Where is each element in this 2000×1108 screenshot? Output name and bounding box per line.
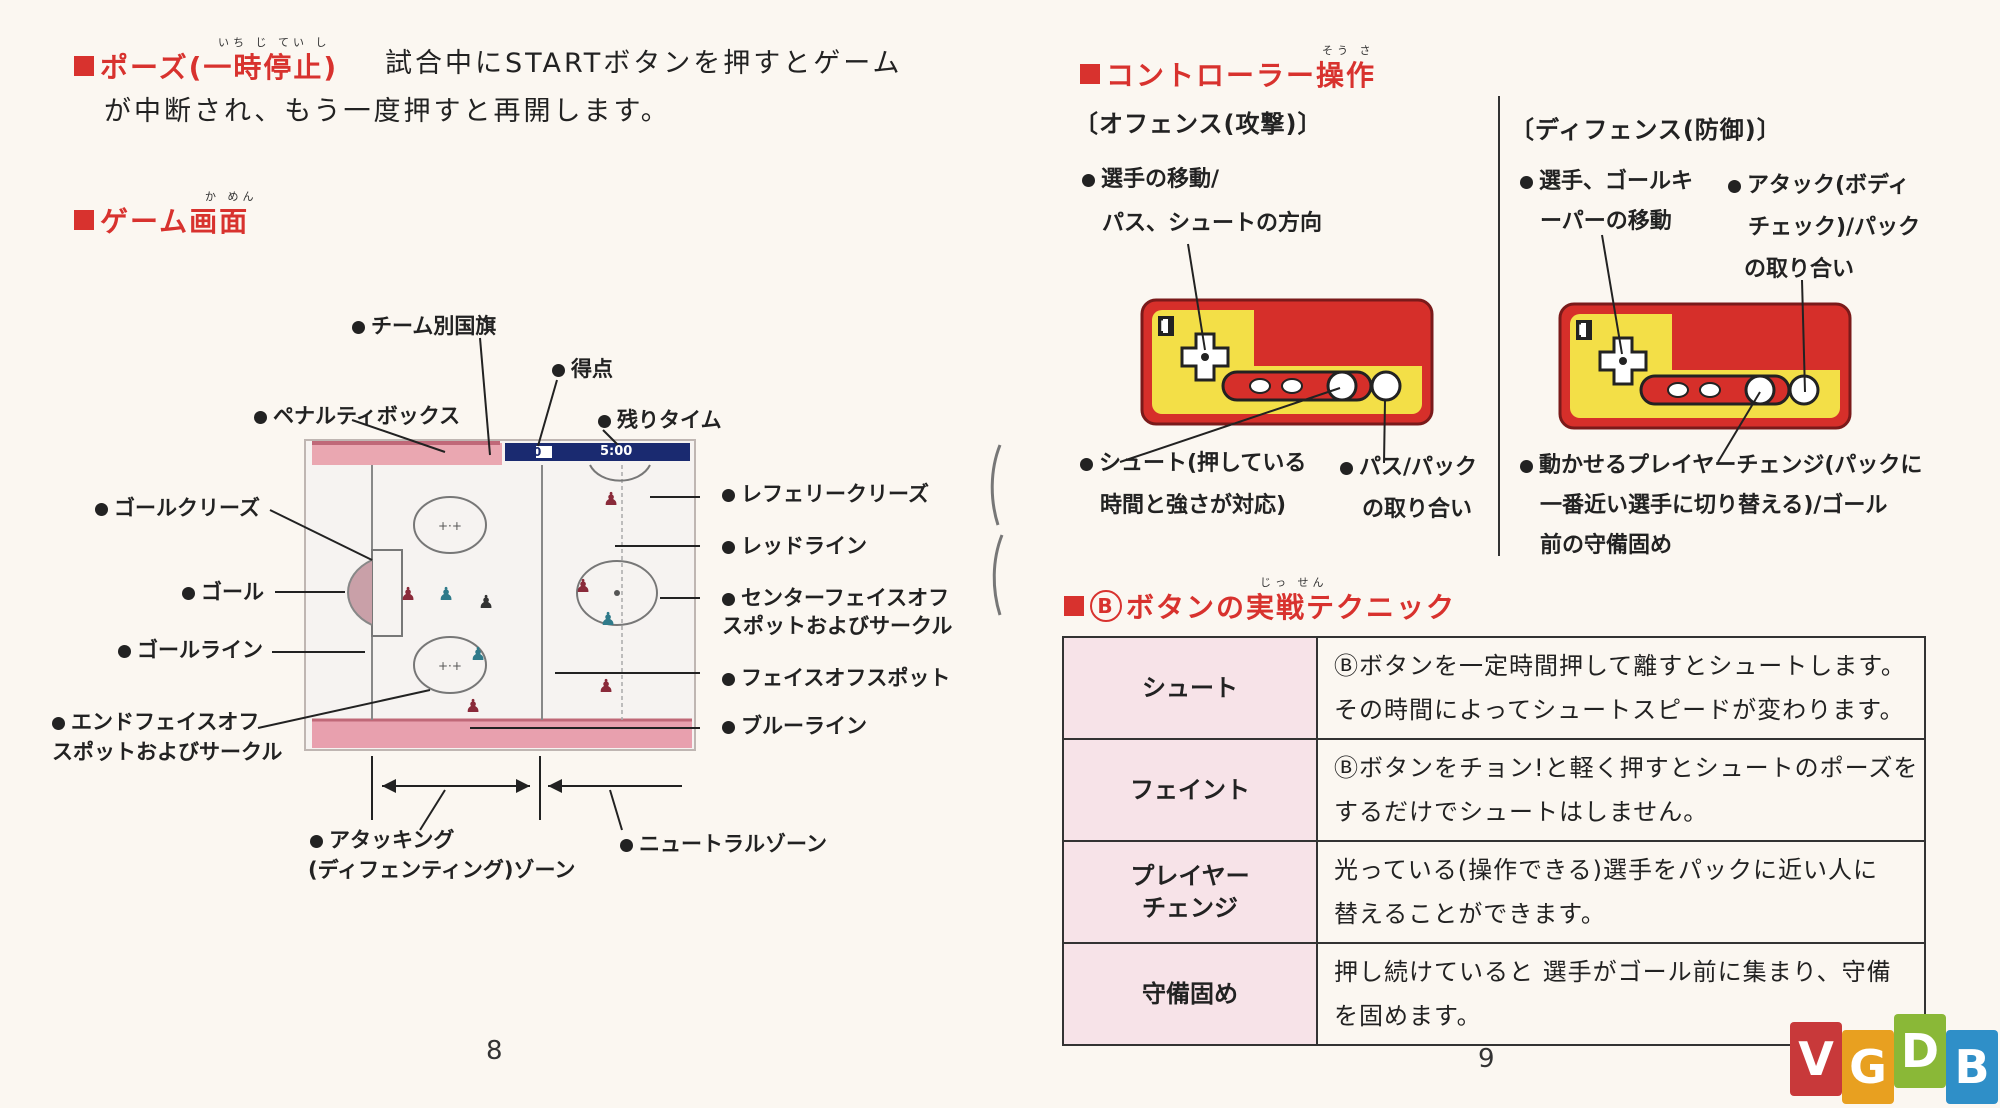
- defense-change: 動かせるプレイヤーチェンジ(パックに: [1520, 452, 1922, 480]
- game-screen-ruby: か めん: [205, 190, 258, 203]
- pause-text-1: 試合中にSTARTボタンを押すとゲーム: [385, 48, 903, 79]
- scoreboard-time: 5:00: [600, 444, 633, 459]
- defense-attack-2: チェック)/パック: [1748, 215, 1921, 240]
- svg-text:♟: ♟: [470, 644, 486, 665]
- svg-text:♟: ♟: [400, 584, 416, 605]
- row-desc: Ⓑボタンを一定時間押して離すとシュートします。その時間によってシュートスピードが…: [1316, 636, 1926, 740]
- defense-move-2: ーパーの移動: [1540, 209, 1672, 234]
- svg-text:♟: ♟: [600, 609, 616, 630]
- offense-pass-2: の取り合い: [1362, 497, 1473, 522]
- table-row: フェイント Ⓑボタンをチョン!と軽く押すとシュートのポーズをするだけでシュートは…: [1062, 738, 1926, 842]
- technique-ruby: じっ せん: [1260, 576, 1328, 589]
- page-fold: [990, 444, 1004, 616]
- label-blue-line: ブルーライン: [722, 712, 867, 740]
- row-name: フェイント: [1062, 738, 1318, 842]
- label-center-faceoff-2: スポットおよびサークル: [722, 614, 953, 638]
- defense-title: 〔ディフェンス(防御)〕: [1510, 116, 1782, 144]
- page-number-right: 9: [1478, 1044, 1495, 1074]
- row-desc: 光っている(操作できる)選手をパックに近い人に替えることができます。: [1316, 840, 1926, 944]
- label-time-left: 残りタイム: [598, 406, 722, 434]
- watermark-letter-g: G: [1842, 1030, 1894, 1104]
- game-screen-heading: ゲーム画面: [74, 200, 249, 240]
- pause-text-2: が中断され、もう一度押すと再開します。: [104, 96, 671, 127]
- label-attacking-zone-2: (ディフェンティング)ゾーン: [308, 858, 576, 882]
- label-team-flag: チーム別国旗: [352, 312, 496, 340]
- page-number-left: 8: [486, 1036, 503, 1066]
- rink-diagram: +·+ +·+ ♟ ♟ ♟ ♟ ♟ ♟ ♟ ♟ ♟: [257, 337, 700, 831]
- svg-text:+·+: +·+: [438, 659, 462, 673]
- watermark-letter-b: B: [1946, 1030, 1998, 1104]
- table-row: プレイヤーチェンジ 光っている(操作できる)選手をパックに近い人に替えることがで…: [1062, 840, 1926, 944]
- b-button-icon: B: [1090, 590, 1122, 622]
- scoreboard-score: 0: [533, 445, 542, 459]
- goal: [347, 559, 373, 626]
- label-center-faceoff: センターフェイスオフ: [722, 584, 949, 612]
- label-neutral-zone: ニュートラルゾーン: [620, 830, 827, 858]
- svg-text:♟: ♟: [438, 584, 454, 605]
- offense-move: 選手の移動/: [1082, 166, 1219, 194]
- pad-label-defense: I: [1578, 323, 1584, 339]
- defense-attack: アタック(ボディ: [1728, 172, 1910, 200]
- svg-text:♟: ♟: [575, 576, 591, 597]
- defense-change-3: 前の守備固め: [1540, 533, 1673, 558]
- defense-move: 選手、ゴールキ: [1520, 168, 1693, 196]
- pause-heading: ポーズ(一時停止): [74, 46, 338, 86]
- svg-text:♟: ♟: [465, 696, 481, 717]
- offense-move-2: パス、シュートの方向: [1102, 211, 1323, 236]
- label-goal-line: ゴールライン: [118, 636, 263, 664]
- svg-text:+·+: +·+: [438, 519, 462, 533]
- offense-shoot-2: 時間と強さが対応): [1100, 493, 1287, 518]
- label-faceoff-spot: フェイスオフスポット: [722, 664, 950, 692]
- controller-diagrams: [1119, 234, 1852, 464]
- label-goal: ゴール: [182, 578, 264, 606]
- table-row: シュート Ⓑボタンを一定時間押して離すとシュートします。その時間によってシュート…: [1062, 636, 1926, 740]
- label-penalty-box: ペナルティボックス: [254, 402, 460, 430]
- table-row: 守備固め 押し続けていると 選手がゴール前に集まり、守備を固めます。: [1062, 942, 1926, 1046]
- label-end-faceoff-2: スポットおよびサークル: [52, 740, 283, 764]
- label-score: 得点: [552, 355, 613, 383]
- watermark-letter-v: V: [1790, 1022, 1842, 1096]
- label-end-faceoff: エンドフェイスオフ: [52, 708, 259, 736]
- svg-text:♟: ♟: [603, 489, 619, 510]
- pause-ruby: いち じ てい し: [218, 36, 331, 49]
- center-circle: [576, 560, 658, 626]
- label-red-line: レッドライン: [722, 532, 867, 560]
- label-referee-crease: レフェリークリーズ: [722, 480, 929, 508]
- technique-table: シュート Ⓑボタンを一定時間押して離すとシュートします。その時間によってシュート…: [1062, 636, 1926, 1046]
- svg-text:♟: ♟: [598, 676, 614, 697]
- label-goal-crease: ゴールクリーズ: [95, 494, 260, 522]
- row-name: シュート: [1062, 636, 1318, 740]
- offense-shoot: シュート(押している: [1080, 450, 1306, 478]
- column-divider: [1498, 96, 1500, 556]
- defense-change-2: 一番近い選手に切り替える)/ゴール: [1540, 493, 1888, 518]
- row-desc: Ⓑボタンをチョン!と軽く押すとシュートのポーズをするだけでシュートはしません。: [1316, 738, 1926, 842]
- label-attacking-zone: アタッキング: [310, 826, 454, 854]
- row-name: 守備固め: [1062, 942, 1318, 1046]
- controller-heading: コントローラー操作: [1080, 54, 1376, 94]
- controller-ruby: そう さ: [1322, 44, 1375, 57]
- svg-text:♟: ♟: [478, 592, 494, 613]
- defense-attack-3: の取り合い: [1744, 257, 1855, 282]
- watermark-letter-d: D: [1894, 1014, 1946, 1088]
- pad-label-offense: I: [1160, 319, 1166, 335]
- offense-title: 〔オフェンス(攻撃)〕: [1074, 110, 1323, 138]
- row-name: プレイヤーチェンジ: [1062, 840, 1318, 944]
- offense-pass: パス/パック: [1340, 454, 1477, 482]
